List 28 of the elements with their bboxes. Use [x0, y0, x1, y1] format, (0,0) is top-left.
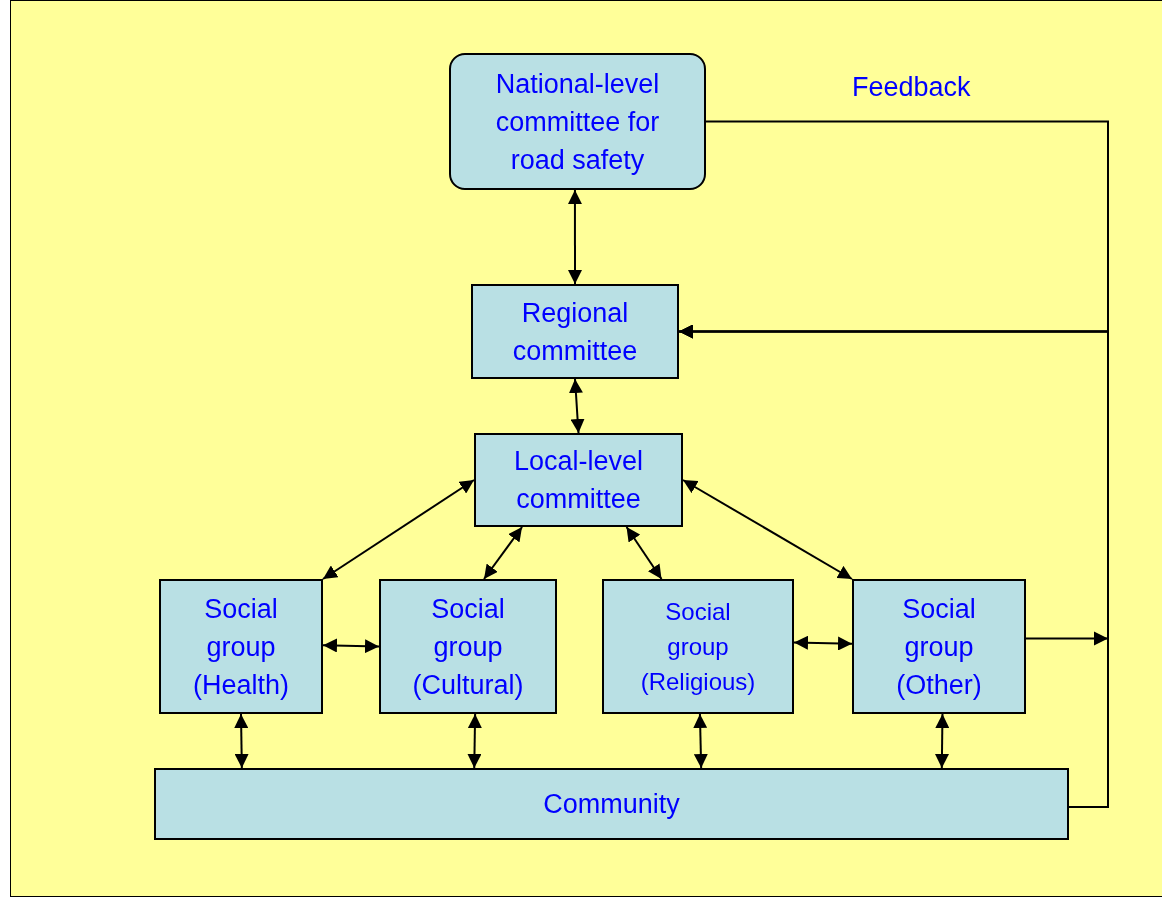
node-label: Social group (Cultural) [411, 592, 525, 702]
arrow [568, 378, 585, 434]
process-box [474, 433, 683, 527]
arrow [793, 635, 853, 651]
process-box [449, 53, 706, 190]
process-box [379, 579, 557, 714]
arrow [567, 189, 582, 285]
node-label: Community [543, 788, 680, 821]
process-box [852, 579, 1026, 714]
process-box [154, 768, 1069, 840]
arrow [693, 713, 708, 769]
node-label: Social group (Religious) [639, 597, 757, 697]
arrow [322, 479, 475, 580]
node-label: Regional committee [511, 296, 639, 368]
arrow [483, 526, 524, 580]
arrow [234, 713, 249, 769]
arrow [935, 713, 950, 769]
arrow [682, 479, 853, 580]
node-label: Local-level committee [512, 445, 645, 516]
process-box [471, 284, 679, 379]
arrow [322, 638, 380, 654]
process-box [602, 579, 794, 714]
process-box [159, 579, 323, 714]
arrow [467, 713, 482, 769]
node-label: National-level committee for road safety [494, 67, 661, 177]
node-label: Social group (Health) [192, 592, 290, 702]
arrow [625, 526, 663, 580]
node-label: Social group (Other) [895, 592, 983, 702]
